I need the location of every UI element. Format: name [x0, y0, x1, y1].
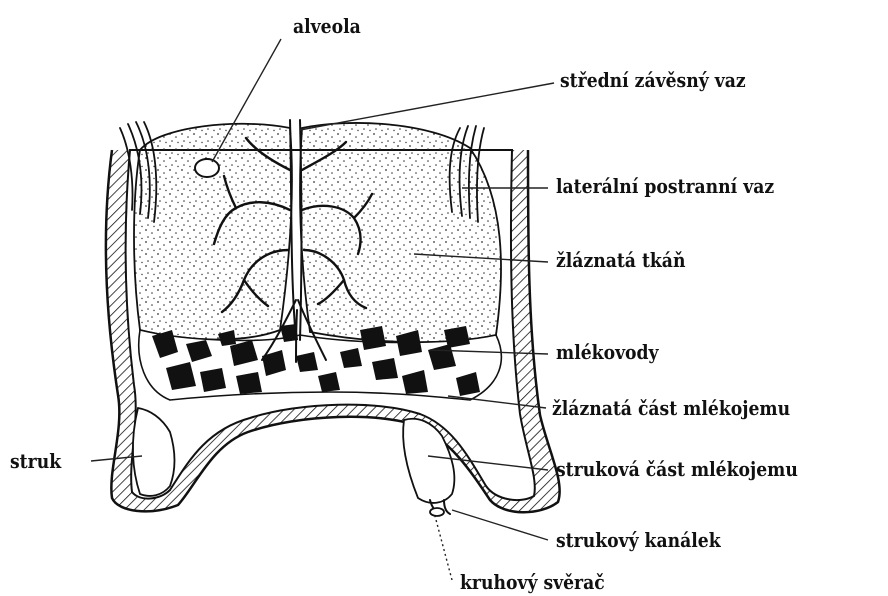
- alveola-circle: [195, 159, 219, 177]
- label-sphincter: kruhový svěrač: [460, 572, 605, 592]
- label-lateral-suspensory-ligament: laterální postranní vaz: [556, 176, 774, 196]
- label-median-suspensory-ligament: střední závěsný vaz: [560, 70, 746, 90]
- label-alveola: alveola: [293, 16, 361, 36]
- label-teat-canal: strukový kanálek: [556, 530, 721, 550]
- label-teat: struk: [10, 451, 61, 471]
- label-glandular-tissue: žláznatá tkáň: [556, 250, 685, 270]
- label-milk-ducts: mlékovody: [556, 342, 659, 362]
- sphincter-ring: [430, 508, 444, 516]
- label-teat-cistern: struková část mlékojemu: [556, 459, 798, 479]
- label-gland-cistern: žláznatá část mlékojemu: [552, 398, 790, 418]
